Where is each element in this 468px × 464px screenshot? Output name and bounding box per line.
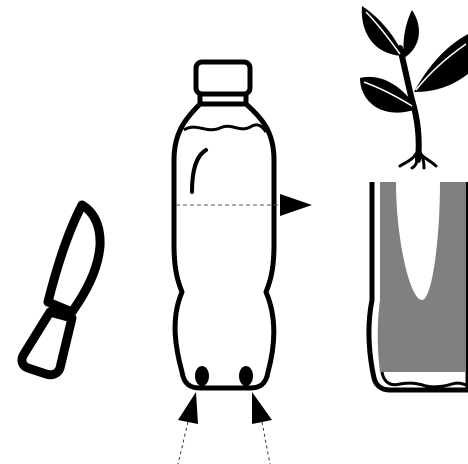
plastic-bottle — [174, 62, 274, 388]
drainage-hole-left — [195, 366, 209, 386]
seedling-leaf-top-right — [403, 10, 418, 58]
cut-bottle-planter — [369, 182, 468, 390]
seedling-icon — [360, 6, 468, 168]
cut-line-arrow — [280, 194, 312, 216]
drainage-hole-left-arrow — [178, 392, 198, 464]
bottle-cap — [196, 62, 250, 94]
knife-handle — [22, 312, 72, 375]
knife-icon — [22, 205, 100, 375]
drainage-hole-right — [239, 366, 253, 386]
bottle-body — [174, 104, 274, 388]
drainage-hole-right-arrow — [252, 392, 272, 464]
knife-blade — [48, 205, 100, 312]
seedling-roots — [400, 150, 436, 168]
